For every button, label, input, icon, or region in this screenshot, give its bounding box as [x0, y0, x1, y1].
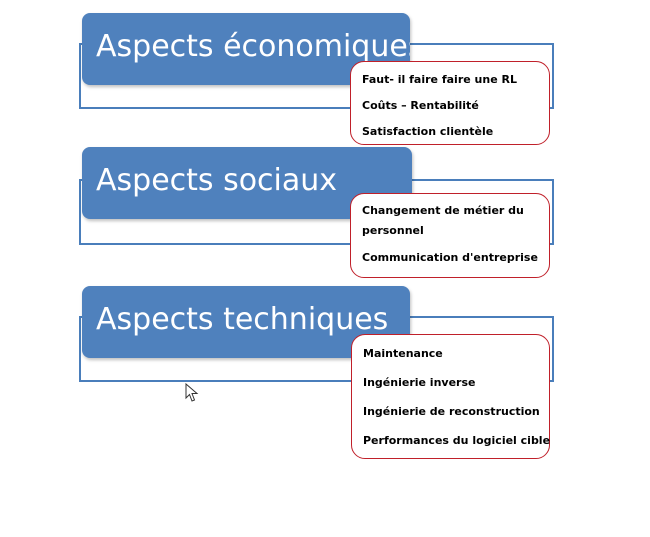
- detail-item: Performances du logiciel cible: [363, 434, 551, 447]
- section-frame: [79, 179, 554, 245]
- detail-item: Maintenance: [363, 347, 443, 360]
- detail-item: Communication d'entreprise: [362, 251, 538, 264]
- detail-item: Coûts – Rentabilité: [362, 99, 479, 112]
- detail-item: Faut- il faire faire une RL: [362, 73, 517, 86]
- section-frame: [79, 43, 554, 109]
- detail-box: Changement de métier du personnel Commun…: [350, 193, 550, 278]
- section-header: Aspects techniques: [82, 286, 410, 358]
- section-title: Aspects techniques: [96, 302, 389, 337]
- detail-item: Changement de métier du personnel: [362, 204, 524, 237]
- section-title: Aspects sociaux: [96, 163, 338, 198]
- mouse-cursor-icon: [185, 383, 199, 402]
- section-header: Aspects sociaux: [82, 147, 412, 219]
- detail-item: Ingénierie de reconstruction: [363, 405, 540, 418]
- detail-box: Faut- il faire faire une RL Coûts – Rent…: [350, 61, 550, 145]
- section-header: Aspects économiques: [82, 13, 410, 85]
- section-title: Aspects économiques: [96, 29, 410, 64]
- section-frame: [79, 316, 554, 382]
- detail-box: Maintenance Ingénierie inverse Ingénieri…: [351, 334, 550, 459]
- detail-item: Ingénierie inverse: [363, 376, 476, 389]
- detail-item: Satisfaction clientèle: [362, 125, 494, 138]
